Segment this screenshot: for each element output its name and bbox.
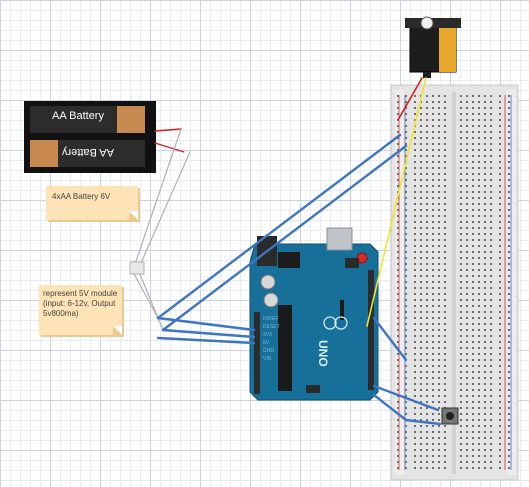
battery-red-lead (154, 128, 182, 132)
battery-note-text: 4xAA Battery 6V (52, 192, 111, 201)
svg-text:VIN: VIN (263, 356, 272, 362)
wires (132, 77, 442, 426)
module-note-text: represent 5V module (input: 6-12v, Outpu… (43, 289, 118, 318)
breadboard-holes (397, 95, 510, 469)
battery-note: 4xAA Battery 6V (46, 186, 138, 220)
grey-wire-4 (138, 271, 164, 331)
battery-label-top: AA Battery (52, 110, 104, 122)
servo-motor (405, 16, 461, 78)
blue-wire-5v-rail (156, 133, 402, 320)
blue-wire-5v-pin (156, 316, 256, 332)
capacitor (263, 292, 279, 308)
5v-module (129, 261, 145, 275)
blue-wire-digital (372, 316, 408, 362)
blue-wire-gnd-rail (161, 144, 408, 332)
capacitor (260, 274, 276, 290)
svg-text:IOREF: IOREF (263, 316, 278, 322)
grey-wire-1 (132, 128, 182, 271)
usb-connector (326, 227, 353, 251)
grey-wire-2 (136, 151, 191, 273)
blue-wire-button-3 (404, 418, 442, 426)
svg-text:RESET: RESET (263, 324, 280, 330)
blue-wire-button-1 (372, 384, 440, 412)
svg-text:5V: 5V (263, 340, 270, 346)
atmega-chip (278, 305, 292, 391)
battery-label-bottom: AA Battery (62, 146, 114, 158)
grey-wire-3 (132, 271, 159, 319)
digital-header (368, 270, 374, 390)
servo-red-wire (397, 77, 423, 121)
battery-black-lead (154, 142, 185, 153)
blue-wire-gnd-pin (161, 328, 256, 339)
module-note: represent 5V module (input: 6-12v, Outpu… (39, 285, 122, 335)
arduino-uno-board: IOREF RESET 3V3 5V GND VIN (249, 227, 379, 401)
power-analog-header (254, 312, 260, 394)
push-button (441, 407, 459, 425)
blue-wire-vin-pin (156, 336, 256, 345)
blue-wire-button-2 (372, 393, 408, 422)
breadboard (390, 84, 519, 481)
servo-yellow-wire (366, 77, 427, 327)
battery-holder (24, 101, 156, 173)
svg-text:GND: GND (263, 348, 275, 354)
arduino-brand: UNO (316, 340, 330, 367)
svg-text:3V3: 3V3 (263, 332, 272, 338)
